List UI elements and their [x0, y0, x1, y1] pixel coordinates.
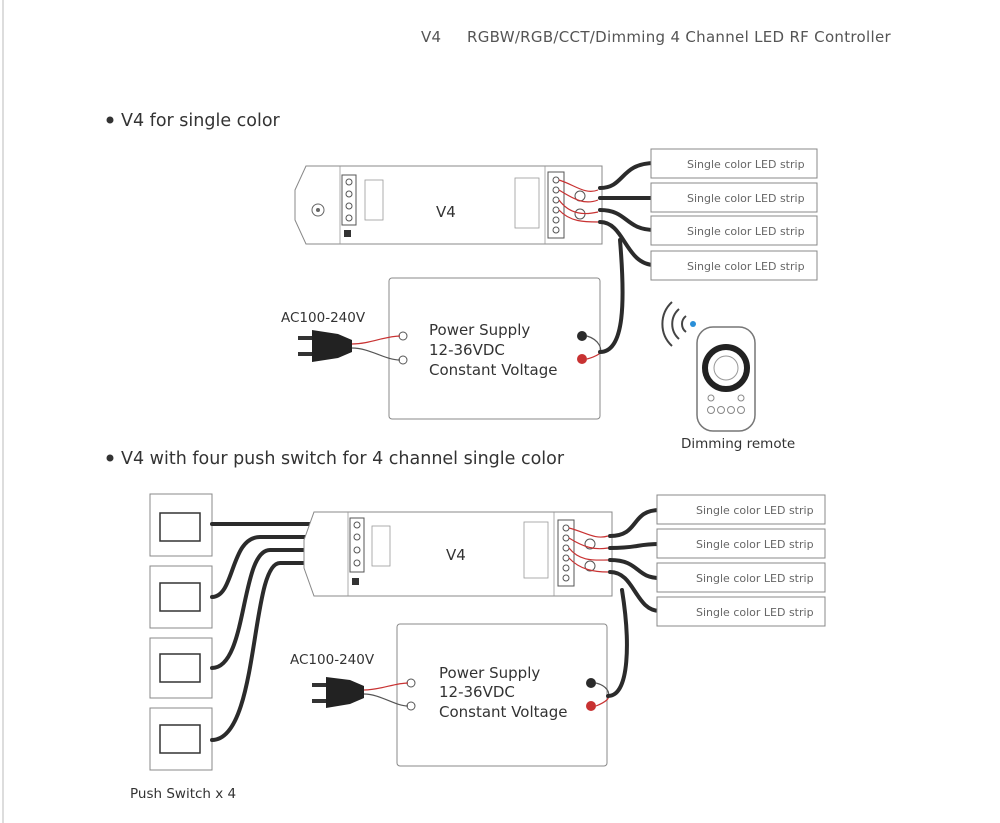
power-supply-line-1: Power Supply	[429, 321, 530, 339]
section-title: V4 with four push switch for 4 channel s…	[121, 449, 565, 469]
bullet-icon	[106, 454, 114, 462]
power-supply-line-1: Power Supply	[439, 664, 540, 682]
led-strip-label: Single color LED strip	[687, 158, 805, 171]
led-strip-label: Single color LED strip	[696, 538, 814, 551]
led-strip-4: Single color LED strip	[656, 596, 826, 627]
push-switch-icon	[149, 707, 213, 771]
remote-control-icon	[696, 326, 756, 432]
led-strip-3: Single color LED strip	[650, 215, 818, 246]
led-strip-1: Single color LED strip	[656, 494, 826, 525]
signal-wave-icon	[661, 301, 696, 347]
led-strip-1: Single color LED strip	[650, 148, 818, 179]
remote-label: Dimming remote	[681, 436, 795, 452]
led-strip-label: Single color LED strip	[687, 225, 805, 238]
push-switch-icon	[149, 637, 213, 699]
header-title: RGBW/RGB/CCT/Dimming 4 Channel LED RF Co…	[467, 28, 891, 46]
plug-icon	[298, 330, 401, 362]
led-strip-4: Single color LED strip	[650, 250, 818, 281]
controller-label: V4	[436, 203, 456, 221]
output-wires	[608, 508, 662, 613]
ac-input-label: AC100-240V	[281, 310, 366, 326]
dc-wire	[606, 588, 629, 698]
power-supply-line-3: Constant Voltage	[439, 703, 567, 721]
led-strip-2: Single color LED strip	[650, 182, 818, 213]
led-strip-label: Single color LED strip	[687, 192, 805, 205]
section-single-color: V4 for single color	[106, 111, 818, 452]
v4-controller	[294, 165, 603, 245]
bullet-icon	[106, 116, 114, 124]
plug-icon	[312, 677, 409, 708]
led-strip-3: Single color LED strip	[656, 562, 826, 593]
section-title: V4 for single color	[121, 111, 281, 131]
led-strip-label: Single color LED strip	[696, 572, 814, 585]
section-push-switch: V4 with four push switch for 4 channel s…	[106, 449, 826, 802]
power-supply-line-3: Constant Voltage	[429, 361, 557, 379]
ac-input-label: AC100-240V	[290, 652, 375, 668]
led-strip-2: Single color LED strip	[656, 528, 826, 559]
power-supply	[388, 277, 602, 420]
push-switch-icon	[149, 565, 213, 629]
switch-label: Push Switch x 4	[130, 786, 236, 802]
v4-controller	[303, 511, 613, 597]
power-supply-line-2: 12-36VDC	[439, 683, 515, 701]
led-strip-label: Single color LED strip	[696, 504, 814, 517]
controller-label: V4	[446, 546, 466, 564]
push-switch-icon	[149, 493, 213, 557]
output-wires	[598, 161, 657, 267]
power-supply-line-2: 12-36VDC	[429, 341, 505, 359]
led-strip-label: Single color LED strip	[687, 260, 805, 273]
switch-wires	[210, 522, 342, 742]
dc-wire	[598, 238, 625, 354]
header-model: V4	[421, 28, 441, 46]
led-strip-label: Single color LED strip	[696, 606, 814, 619]
